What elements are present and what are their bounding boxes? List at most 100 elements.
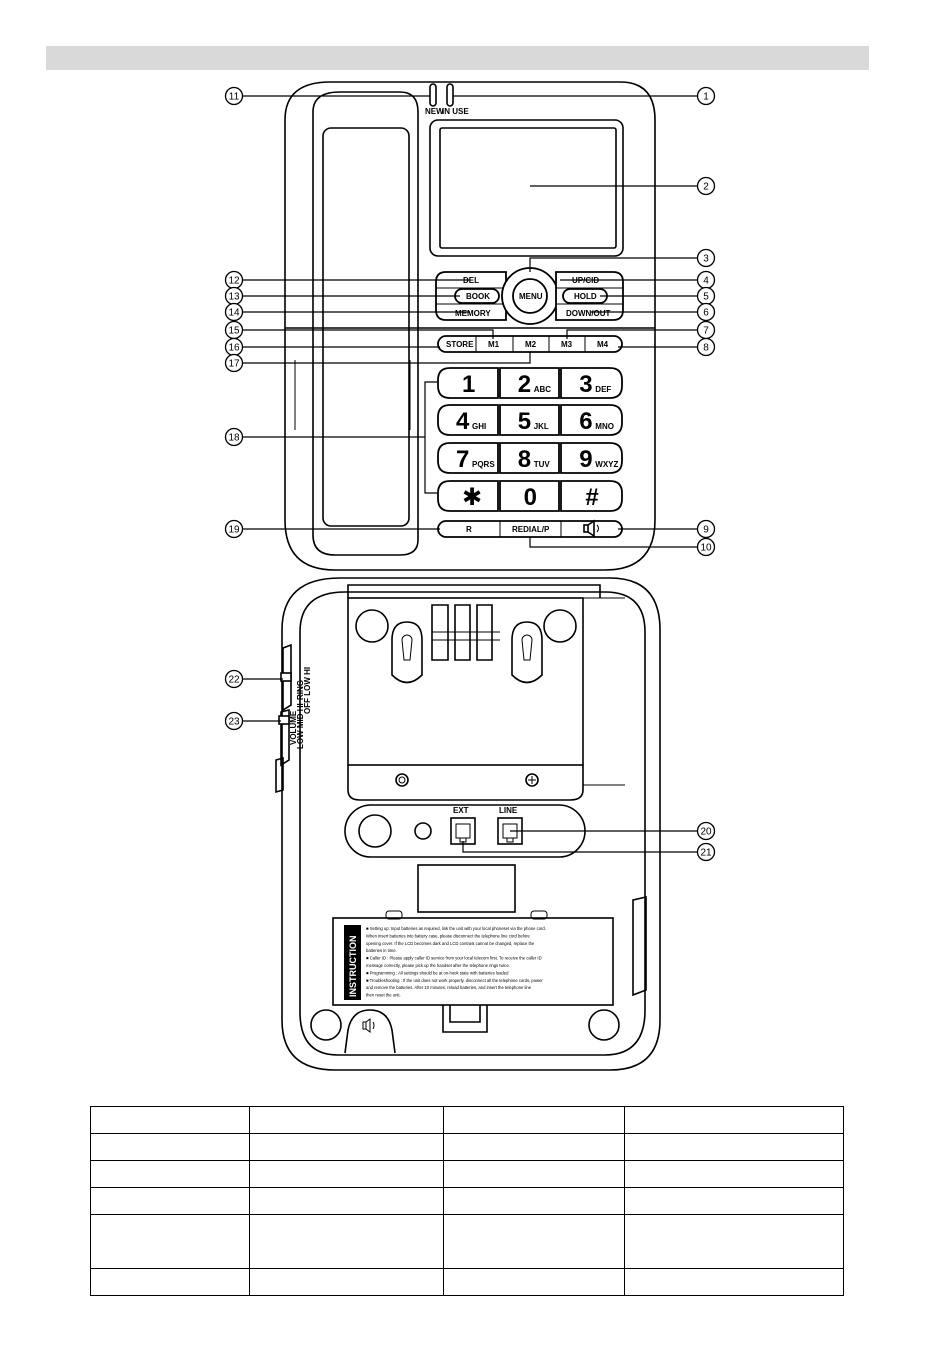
callout-5: 5	[696, 286, 716, 306]
svg-text:23: 23	[228, 717, 240, 728]
key-letters: TUV	[534, 460, 551, 469]
key-digit: 9	[579, 446, 592, 473]
volume-switch[interactable]	[278, 715, 290, 725]
table-cell	[89, 1133, 251, 1161]
callout-leader-lines	[243, 95, 697, 853]
table-cell	[89, 1214, 251, 1269]
key-letters: JKL	[534, 422, 549, 431]
ring-switch[interactable]	[280, 672, 292, 682]
menu-button-label: MENU	[519, 292, 543, 301]
volume-switch-title: VOLUME	[289, 710, 298, 745]
callout-2: 2	[696, 176, 716, 196]
key-letters: GHI	[472, 422, 486, 431]
callout-6: 6	[696, 302, 716, 322]
table-row	[89, 1106, 845, 1134]
key-10[interactable]: ✱	[437, 480, 499, 512]
callout-23: 23	[224, 711, 244, 731]
table-cell	[249, 1133, 445, 1161]
section-header-bar	[46, 46, 869, 70]
key-digit: 0	[524, 484, 537, 511]
key-11[interactable]: 0	[499, 480, 560, 512]
m3-key-label: M3	[561, 340, 573, 349]
key-1[interactable]: 1	[437, 367, 499, 399]
svg-text:13: 13	[228, 292, 240, 303]
callout-9: 9	[696, 519, 716, 539]
callout-13: 13	[224, 286, 244, 306]
callout-8: 8	[696, 337, 716, 357]
key-digit: #	[585, 484, 598, 511]
table-cell	[443, 1187, 625, 1215]
table-cell	[89, 1268, 251, 1296]
callout-17: 17	[224, 353, 244, 373]
key-letters: DEF	[595, 385, 611, 394]
key-digit: 1	[462, 371, 475, 398]
svg-text:20: 20	[700, 827, 712, 838]
table-cell	[249, 1268, 445, 1296]
down-out-button-label: DOWN/OUT	[566, 309, 611, 318]
new-led	[429, 83, 437, 107]
table-cell	[443, 1133, 625, 1161]
callout-20: 20	[696, 821, 716, 841]
svg-text:9: 9	[703, 525, 709, 536]
table-cell	[89, 1106, 251, 1134]
callout-7: 7	[696, 320, 716, 340]
table-row	[89, 1160, 845, 1188]
ringer-icon	[362, 1018, 375, 1033]
callout-4: 4	[696, 270, 716, 290]
table-cell	[443, 1268, 625, 1296]
callout-3: 3	[696, 248, 716, 268]
m1-key-label: M1	[488, 340, 500, 349]
table-cell	[623, 1133, 845, 1161]
table-cell	[249, 1106, 445, 1134]
store-key-label: STORE	[446, 340, 474, 349]
svg-text:6: 6	[703, 308, 709, 319]
svg-text:12: 12	[228, 276, 240, 287]
line-jack-label: LINE	[499, 806, 518, 815]
lcd-display	[439, 127, 617, 249]
in-use-led	[446, 83, 454, 107]
svg-text:10: 10	[700, 543, 712, 554]
table-cell	[443, 1106, 625, 1134]
instruction-line: ■ Programming : All settings should be a…	[366, 970, 509, 975]
key-digit: 7	[456, 446, 469, 473]
svg-text:21: 21	[700, 848, 712, 859]
ext-jack-label: EXT	[453, 806, 469, 815]
instruction-line: ■ Troubleshooting : If the unit does not…	[366, 978, 543, 983]
svg-text:18: 18	[228, 433, 240, 444]
key-12[interactable]: #	[560, 480, 623, 512]
key-digit: 5	[518, 408, 531, 435]
callout-10: 10	[696, 537, 716, 557]
key-letters: MNO	[595, 422, 614, 431]
book-button-label: BOOK	[466, 292, 490, 301]
instruction-line: ■ Caller ID : Please apply caller ID ser…	[366, 956, 542, 961]
key-digit: 6	[579, 408, 592, 435]
menu-button[interactable]	[512, 278, 548, 314]
new-led-label: NEW	[425, 107, 444, 116]
instruction-line: message correctly, please pick up the ha…	[366, 963, 510, 968]
instruction-line: batteries in time.	[366, 948, 397, 953]
volume-switch-options: LOW MID HI	[296, 703, 305, 749]
svg-text:22: 22	[228, 675, 240, 686]
svg-text:11: 11	[229, 92, 240, 103]
table-cell	[249, 1187, 445, 1215]
table-row	[89, 1187, 845, 1215]
key-digit: ✱	[462, 484, 482, 511]
instruction-line: then reset the unit.	[366, 993, 401, 998]
hold-button-label: HOLD	[574, 292, 597, 301]
table-cell	[89, 1160, 251, 1188]
svg-text:5: 5	[703, 292, 709, 303]
key-digit: 2	[518, 371, 531, 398]
svg-text:14: 14	[228, 308, 240, 319]
table-cell	[623, 1106, 845, 1134]
key-letters: ABC	[534, 385, 552, 394]
